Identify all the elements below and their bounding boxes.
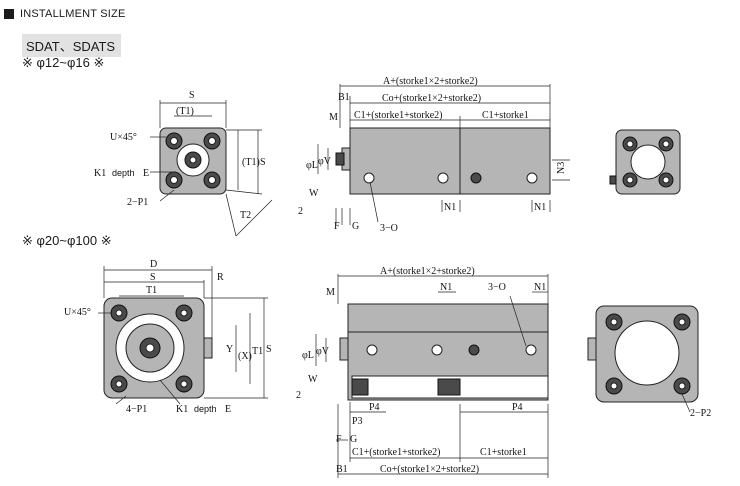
section-header: INSTALLMENT SIZE <box>4 8 125 20</box>
dim-phiL-large: φL <box>302 350 314 361</box>
dim-K1-large: K1 <box>176 404 188 415</box>
dim-N1b-small: N1 <box>534 202 546 213</box>
dim-N1a-small: N1 <box>444 202 456 213</box>
dim-2-small: 2 <box>298 206 303 217</box>
dim-B1-small: B1 <box>338 92 350 103</box>
dim-P4b-large: P4 <box>512 402 523 413</box>
dim-3O-large: 3−O <box>488 282 506 293</box>
large-front-view <box>103 297 213 399</box>
large-rear-view <box>587 305 699 413</box>
dim-T1-large: T1 <box>146 285 157 296</box>
dim-G-large: G <box>350 434 357 445</box>
dim-W-large: W <box>308 374 318 385</box>
dim-W-small: W <box>309 188 319 199</box>
dim-S-small: S <box>189 90 195 101</box>
dim-C1-small: C1+(storke1+storke2) <box>354 110 443 121</box>
dim-N3-small: N3 <box>556 162 567 174</box>
range-small-label: ※ φ12~φ16 ※ <box>22 55 105 70</box>
dim-phiV-large: φV <box>316 346 330 357</box>
dim-depth-large: depth <box>194 404 217 414</box>
dim-M-small: M <box>329 112 338 123</box>
section-title: INSTALLMENT SIZE <box>20 8 126 20</box>
dim-2P2-large: 2−P2 <box>690 408 711 419</box>
dim-phiV-small: φV <box>318 156 332 167</box>
dim-T1v-small: (T1) <box>242 157 260 168</box>
range-large-label: ※ φ20~φ100 ※ <box>22 233 112 248</box>
dim-4P1-large: 4−P1 <box>126 404 147 415</box>
dim-Y-large: Y <box>226 344 233 355</box>
dim-E-large: E <box>225 404 231 415</box>
dim-U45-small: U×45° <box>110 132 137 143</box>
dim-U45-large: U×45° <box>64 307 91 318</box>
dim-3O-small: 3−O <box>380 223 398 234</box>
dim-A-small: A+(storke1×2+storke2) <box>383 76 478 87</box>
large-side-view <box>339 303 549 401</box>
dim-F-large: F <box>336 434 342 445</box>
dim-P3-large: P3 <box>352 416 363 427</box>
dim-T1v-large: T1 <box>252 346 263 357</box>
dim-F-small: F <box>334 221 340 232</box>
dim-depth-small: depth <box>112 168 135 178</box>
dim-K1-small: K1 <box>94 168 106 179</box>
dim-Co-large: Co+(storke1×2+storke2) <box>380 464 479 475</box>
dim-M-large: M <box>326 287 335 298</box>
dim-Sv-small: S <box>260 157 266 168</box>
dim-A-large: A+(storke1×2+storke2) <box>380 266 475 277</box>
dim-E-small: E <box>143 168 149 179</box>
small-side-view <box>335 127 551 195</box>
dim-C1-large: C1+(storke1+storke2) <box>352 447 441 458</box>
dim-G-small: G <box>352 221 359 232</box>
dim-B1-large: B1 <box>336 464 348 475</box>
header-square-icon <box>4 9 14 19</box>
small-rear-view <box>609 129 681 195</box>
dim-T2-small: T2 <box>240 210 251 221</box>
dim-S-large: S <box>150 272 156 283</box>
dim-C1storke-large: C1+storke1 <box>480 447 527 458</box>
dim-phiL-small: φL <box>306 160 318 171</box>
dim-R-large: R <box>217 272 224 283</box>
dim-X-large: (X) <box>238 351 252 362</box>
small-front-view <box>159 127 227 195</box>
dim-N1b-large: N1 <box>534 282 546 293</box>
dim-D-large: D <box>150 259 157 270</box>
dim-2-large: 2 <box>296 390 301 401</box>
dim-Sv-large: S <box>266 344 272 355</box>
dim-N1a-large: N1 <box>440 282 452 293</box>
dim-Co-small: Co+(storke1×2+storke2) <box>382 93 481 104</box>
dim-C1storke-small: C1+storke1 <box>482 110 529 121</box>
dim-T1-small: (T1) <box>176 106 194 117</box>
dim-P4a-large: P4 <box>369 402 380 413</box>
model-badge: SDAT、SDATS <box>22 34 122 57</box>
dim-2P1-small: 2−P1 <box>127 197 148 208</box>
